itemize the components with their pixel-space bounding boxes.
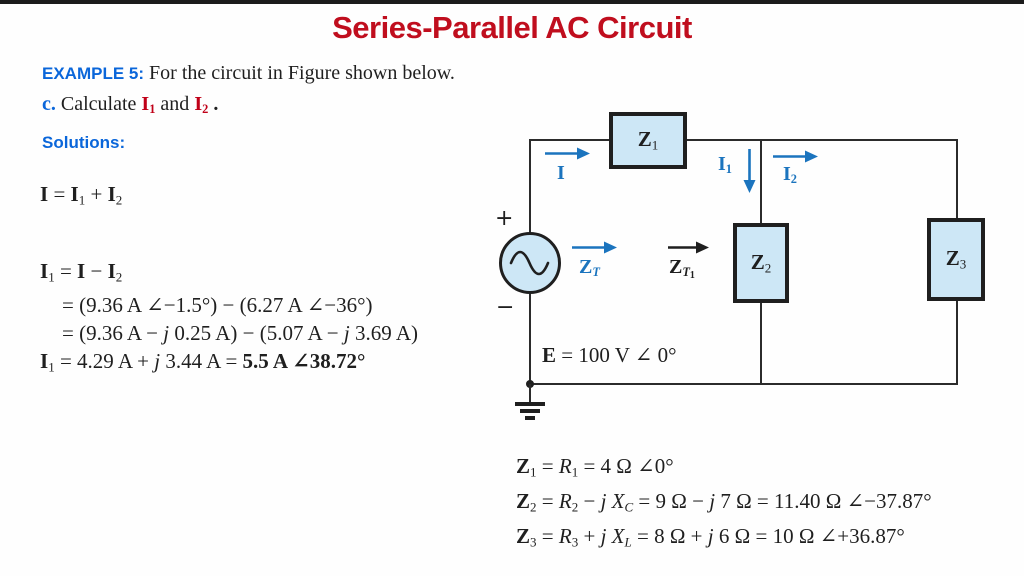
ground-bar-2 bbox=[520, 409, 540, 413]
equation-i1-line2: = (9.36 A ∠−1.5°) − (6.27 A ∠−36°) bbox=[62, 293, 373, 318]
top-border-bar bbox=[0, 0, 1024, 4]
equation-current-sum: I = I1 + I2 bbox=[40, 182, 123, 208]
current-i-arrow bbox=[545, 147, 590, 160]
wire-middle-lower bbox=[760, 301, 762, 385]
sine-wave-icon bbox=[509, 250, 550, 276]
task-line: c. Calculate I1 and I2 . bbox=[42, 93, 219, 117]
equation-i1-line1: I1 = I − I2 bbox=[40, 259, 123, 285]
ground-icon bbox=[515, 402, 545, 406]
ac-source bbox=[499, 232, 561, 294]
impedance-box-z1: Z1 bbox=[609, 112, 687, 169]
ground-bar-3 bbox=[525, 416, 535, 420]
impedance-zt1-label: ZT1 bbox=[669, 256, 695, 281]
equation-i1-block: I1 = I − I2 = (9.36 A ∠−1.5°) − (6.27 A … bbox=[40, 257, 418, 382]
impedance-box-z2-label: Z2 bbox=[750, 249, 772, 276]
impedance-box-z2: Z2 bbox=[733, 223, 789, 303]
current-i1-arrow bbox=[743, 149, 756, 193]
example-text: For the circuit in Figure shown below. bbox=[144, 62, 455, 84]
impedance-equations: Z1 = R1 = 4 Ω ∠0° Z2 = R2 − j XC = 9 Ω −… bbox=[516, 452, 932, 556]
current-i2-label: I2 bbox=[783, 163, 797, 187]
source-voltage-label: E = 100 V ∠ 0° bbox=[542, 343, 677, 367]
impedance-z3-equation: Z3 = R3 + j XL = 8 Ω + j 6 Ω = 10 Ω ∠+36… bbox=[516, 523, 905, 549]
ground-stem bbox=[529, 384, 531, 403]
impedance-box-z1-label: Z1 bbox=[637, 127, 659, 153]
impedance-z2-equation: Z2 = R2 − j XC = 9 Ω − j 7 Ω = 11.40 Ω ∠… bbox=[516, 488, 932, 514]
equation-i1-line3: = (9.36 A − j 0.25 A) − (5.07 A − j 3.69… bbox=[62, 321, 418, 346]
minus-sign: − bbox=[496, 295, 515, 320]
page-title: Series-Parallel AC Circuit bbox=[332, 10, 692, 45]
example-label: EXAMPLE 5: bbox=[42, 64, 145, 83]
current-i1-label: I1 bbox=[718, 153, 732, 177]
equation-i1-line4: I1 = 4.29 A + j 3.44 A = 5.5 A ∠38.72° bbox=[40, 349, 366, 375]
impedance-box-z3: Z3 bbox=[927, 218, 985, 301]
impedance-zt1-arrow bbox=[668, 241, 709, 254]
total-impedance-zt-label: ZT bbox=[579, 256, 600, 280]
wire-bottom bbox=[529, 383, 958, 385]
example-line: EXAMPLE 5: For the circuit in Figure sho… bbox=[42, 62, 455, 85]
wire-left-upper bbox=[529, 139, 531, 233]
wire-top bbox=[529, 139, 958, 141]
total-impedance-zt-arrow bbox=[572, 241, 617, 254]
current-i-label: I bbox=[557, 162, 565, 184]
wire-middle-upper bbox=[760, 139, 762, 225]
wire-right-upper bbox=[956, 139, 958, 220]
solutions-label: Solutions: bbox=[42, 133, 126, 152]
impedance-z1-equation: Z1 = R1 = 4 Ω ∠0° bbox=[516, 454, 674, 480]
impedance-box-z3-label: Z3 bbox=[945, 246, 967, 272]
current-i2-arrow bbox=[773, 150, 818, 163]
wire-left-lower bbox=[529, 293, 531, 385]
wire-right-lower bbox=[956, 300, 958, 385]
plus-sign: + bbox=[495, 206, 514, 231]
